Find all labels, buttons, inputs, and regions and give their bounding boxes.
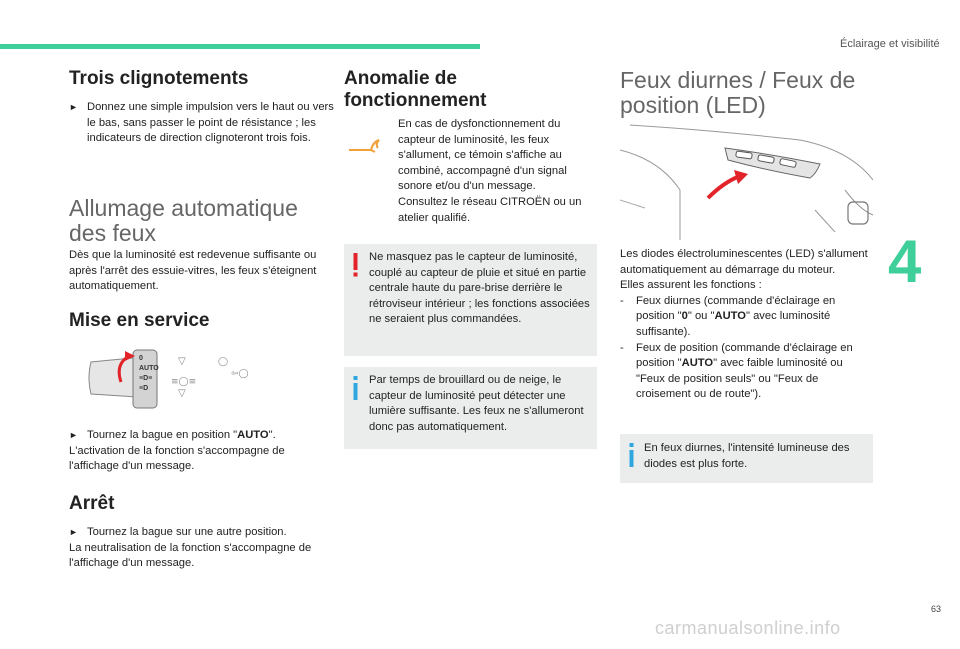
wrench-icon xyxy=(347,134,383,159)
arret-text: La neutralisation de la fonction s'accom… xyxy=(69,541,312,570)
warning-box: Ne masquez pas le capteur de luminosité,… xyxy=(344,244,597,356)
feux-intro2: Elles assurent les fonctions : xyxy=(620,279,762,292)
stalk-label-0: 0 xyxy=(139,355,143,362)
feux-title-line1: Feux diurnes / Feux de xyxy=(620,67,856,93)
anomalie-title: Anomalie de fonctionnement xyxy=(344,68,487,112)
feux-body: Les diodes électroluminescentes (LED) s'… xyxy=(620,247,873,403)
exclamation-icon xyxy=(350,252,362,278)
allumage-title-line1: Allumage automatique xyxy=(69,195,298,221)
bullet-arrow-icon: ► xyxy=(69,430,78,440)
arret-title: Arrêt xyxy=(69,493,115,514)
section-title: Éclairage et visibilité xyxy=(840,38,940,50)
svg-text:◯: ◯ xyxy=(218,357,228,367)
allumage-title: Allumage automatique des feux xyxy=(69,196,298,246)
warning-text: Ne masquez pas le capteur de luminosité,… xyxy=(369,251,590,326)
arret-bullet: ► Tournez la bague sur une autre positio… xyxy=(69,525,324,541)
page-number: 63 xyxy=(931,604,942,614)
feux-item-position: - Feux de position (commande d'éclairage… xyxy=(620,341,853,401)
stalk-label-high: ≡D xyxy=(139,385,149,392)
feux-info-box: En feux diurnes, l'intensité lumineuse d… xyxy=(620,434,873,483)
chapter-number: 4 xyxy=(888,228,922,295)
feux-info-text: En feux diurnes, l'intensité lumineuse d… xyxy=(644,442,850,470)
trois-title: Trois clignotements xyxy=(69,68,249,89)
info-icon xyxy=(626,442,638,468)
feux-title-line2: position (LED) xyxy=(620,92,766,118)
bullet-arrow-icon: ► xyxy=(69,102,78,112)
trois-bullet: ► Donnez une simple impulsion vers le ha… xyxy=(69,100,337,147)
top-accent-bar xyxy=(0,44,480,49)
stalk-label-low: ≡D≡ xyxy=(139,375,153,382)
mise-bullet: ► Tournez la bague en position "AUTO". xyxy=(69,428,324,444)
anomalie-title-line1: Anomalie de xyxy=(344,68,457,89)
feux-item-diurnes: - Feux diurnes (commande d'éclairage en … xyxy=(620,294,836,338)
svg-text:▽: ▽ xyxy=(178,356,186,367)
mise-bullet-bold: AUTO xyxy=(237,429,269,441)
svg-text:⇦◯: ⇦◯ xyxy=(231,369,249,379)
info-icon xyxy=(350,375,362,401)
info-box: Par temps de brouillard ou de neige, le … xyxy=(344,367,597,449)
mise-body: ► Tournez la bague en position "AUTO". L… xyxy=(69,428,324,475)
mise-title: Mise en service xyxy=(69,310,210,331)
feux-intro: Les diodes électroluminescentes (LED) s'… xyxy=(620,248,868,276)
feux-title: Feux diurnes / Feux de position (LED) xyxy=(620,68,855,118)
bullet-arrow-icon: ► xyxy=(69,527,78,537)
trois-bullet-text: Donnez une simple impulsion vers le haut… xyxy=(87,101,334,145)
info-text: Par temps de brouillard ou de neige, le … xyxy=(369,374,584,433)
mise-text: L'activation de la fonction s'accompagne… xyxy=(69,444,285,473)
allumage-title-line2: des feux xyxy=(69,220,156,246)
arret-body: ► Tournez la bague sur une autre positio… xyxy=(69,525,324,572)
led-headlight-illustration xyxy=(619,120,874,240)
stalk-label-auto: AUTO xyxy=(139,365,159,372)
anomalie-title-line2: fonctionnement xyxy=(344,90,487,111)
light-stalk-illustration: ≡◯≡ ▽ ▽ ⇦◯ ◯ 0 AUTO ≡D≡ ≡D xyxy=(83,342,308,414)
allumage-text: Dès que la luminosité est redevenue suff… xyxy=(69,249,317,293)
watermark: carmanualsonline.info xyxy=(655,618,841,638)
svg-text:≡◯≡: ≡◯≡ xyxy=(171,377,196,387)
svg-text:▽: ▽ xyxy=(178,388,186,399)
anomalie-text: En cas de dysfonctionnement du capteur d… xyxy=(398,118,582,224)
